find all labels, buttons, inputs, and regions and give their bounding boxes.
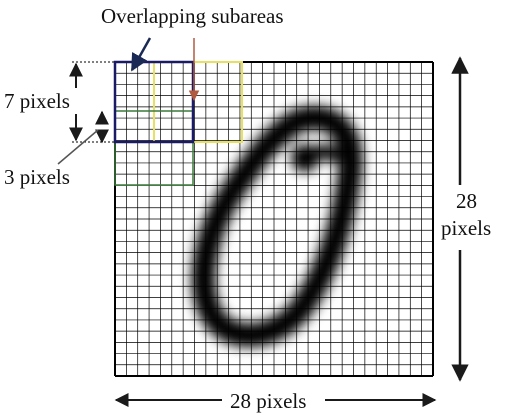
vertical-dimension-number: 28 — [456, 189, 477, 213]
three-pixels-pointer — [57, 129, 99, 165]
subarea-box-yellow — [153, 61, 243, 143]
subarea-box-blue — [113, 60, 195, 144]
vertical-dimension-unit: pixels — [441, 216, 492, 240]
title-pointer-blue — [130, 37, 152, 72]
overlapping-subareas-label: Overlapping subareas — [101, 4, 284, 28]
handwritten-digit-zero — [191, 105, 363, 348]
seven-pixels-label: 7 pixels — [4, 89, 70, 113]
three-pixels-label: 3 pixels — [4, 165, 70, 189]
subarea-box-green — [114, 110, 194, 186]
horizontal-dimension-label: 28 pixels — [226, 391, 311, 412]
subarea-boxes — [113, 60, 243, 186]
pixel-grid — [114, 61, 434, 377]
